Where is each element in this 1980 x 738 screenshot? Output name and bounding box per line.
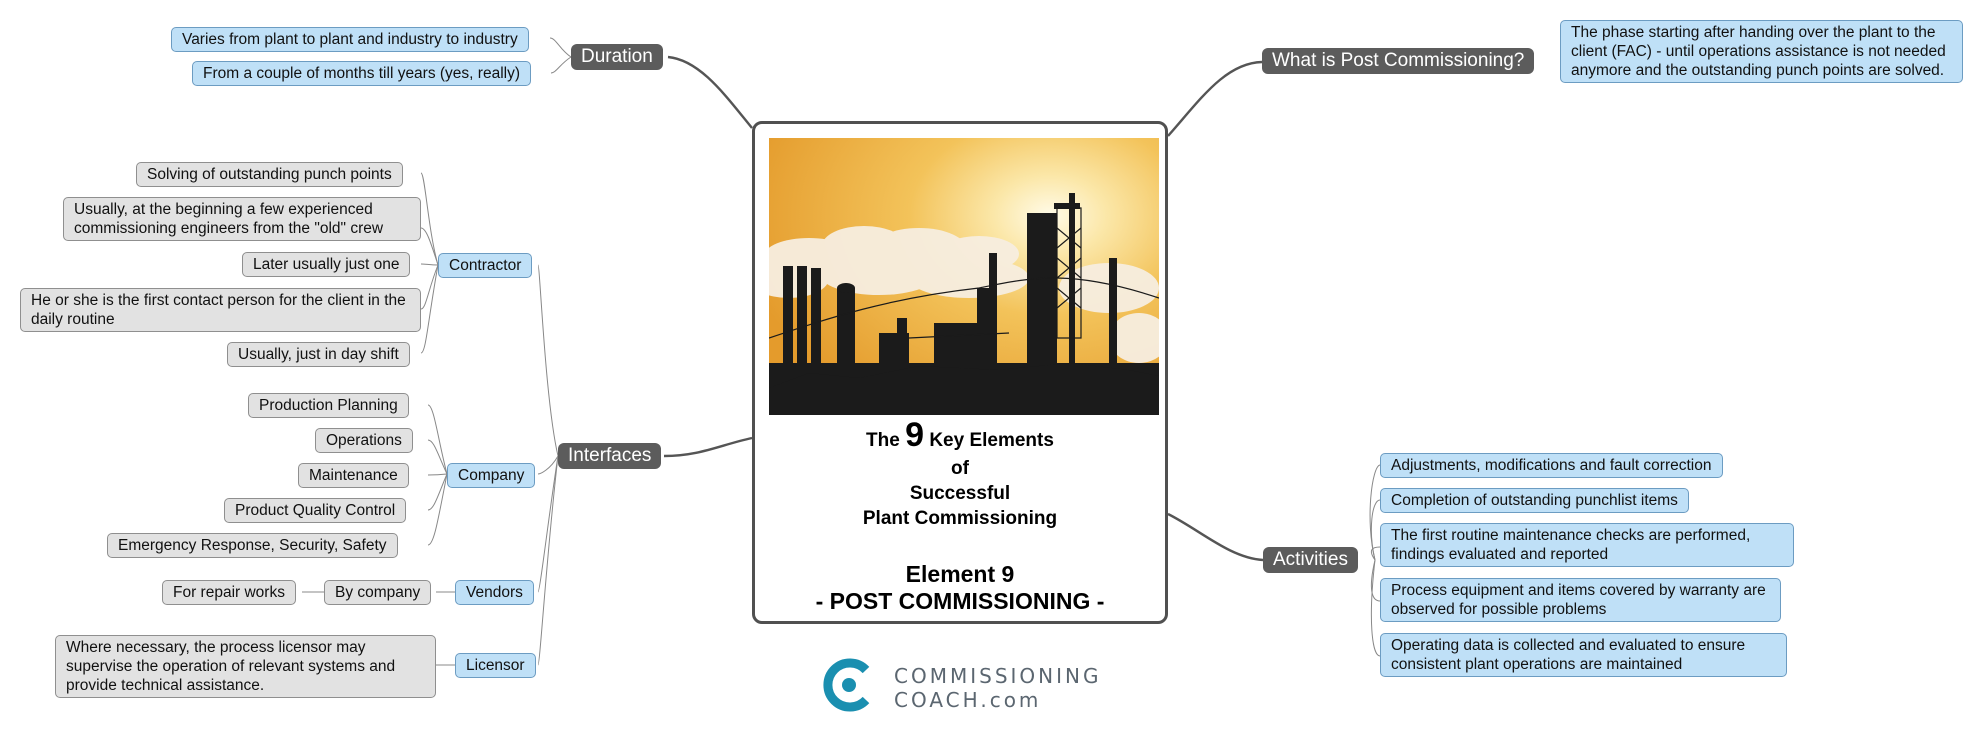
contractor-item[interactable]: Later usually just one bbox=[242, 252, 410, 277]
title-line-3: Successful bbox=[755, 483, 1165, 505]
duration-item[interactable]: From a couple of months till years (yes,… bbox=[192, 61, 531, 86]
commissioning-coach-logo: COMMISSIONING COACH.com bbox=[822, 656, 1102, 716]
duration-item[interactable]: Varies from plant to plant and industry … bbox=[171, 27, 529, 52]
activity-item[interactable]: Operating data is collected and evaluate… bbox=[1380, 633, 1787, 677]
company-item[interactable]: Product Quality Control bbox=[224, 498, 406, 523]
contractor-item[interactable]: He or she is the first contact person fo… bbox=[20, 288, 421, 332]
company-item[interactable]: Operations bbox=[315, 428, 413, 453]
company-item[interactable]: Production Planning bbox=[248, 393, 409, 418]
what-definition[interactable]: The phase starting after handing over th… bbox=[1560, 20, 1963, 83]
subtopic-licensor[interactable]: Licensor bbox=[455, 653, 536, 678]
title-line-1: The 9 Key Elements bbox=[755, 415, 1165, 461]
licensor-item[interactable]: Where necessary, the process licensor ma… bbox=[55, 635, 436, 698]
subtopic-contractor[interactable]: Contractor bbox=[438, 253, 532, 278]
title-line-2: of bbox=[755, 458, 1165, 480]
activity-item[interactable]: The first routine maintenance checks are… bbox=[1380, 523, 1794, 567]
activity-item[interactable]: Completion of outstanding punchlist item… bbox=[1380, 488, 1689, 513]
activity-item[interactable]: Adjustments, modifications and fault cor… bbox=[1380, 453, 1723, 478]
logo-line-2: COACH.com bbox=[894, 688, 1041, 712]
topic-duration[interactable]: Duration bbox=[571, 44, 663, 70]
vendors-by-company[interactable]: By company bbox=[324, 580, 431, 605]
company-item[interactable]: Emergency Response, Security, Safety bbox=[107, 533, 398, 558]
contractor-item[interactable]: Usually, at the beginning a few experien… bbox=[63, 197, 421, 241]
vendors-repair-works[interactable]: For repair works bbox=[162, 580, 296, 605]
topic-activities[interactable]: Activities bbox=[1263, 547, 1358, 573]
title-the: The bbox=[866, 430, 900, 451]
title-key-elements: Key Elements bbox=[929, 430, 1054, 451]
subtopic-company[interactable]: Company bbox=[447, 463, 535, 488]
element-number: Element 9 bbox=[755, 561, 1165, 587]
logo-line-1: COMMISSIONING bbox=[894, 664, 1101, 688]
element-subtitle: - POST COMMISSIONING - bbox=[755, 588, 1165, 614]
title-number: 9 bbox=[905, 416, 924, 454]
activity-item[interactable]: Process equipment and items covered by w… bbox=[1380, 578, 1781, 622]
subtopic-vendors[interactable]: Vendors bbox=[455, 580, 534, 605]
contractor-item[interactable]: Solving of outstanding punch points bbox=[136, 162, 403, 187]
central-title-card[interactable]: The 9 Key Elements of Successful Plant C… bbox=[752, 121, 1168, 624]
contractor-item[interactable]: Usually, just in day shift bbox=[227, 342, 410, 367]
company-item[interactable]: Maintenance bbox=[298, 463, 409, 488]
industrial-plant-sunset-image bbox=[769, 138, 1159, 415]
topic-what-is-post-commissioning[interactable]: What is Post Commissioning? bbox=[1262, 48, 1534, 74]
commissioning-coach-logo-icon bbox=[822, 656, 874, 714]
topic-interfaces[interactable]: Interfaces bbox=[558, 443, 661, 469]
title-line-4: Plant Commissioning bbox=[755, 508, 1165, 530]
